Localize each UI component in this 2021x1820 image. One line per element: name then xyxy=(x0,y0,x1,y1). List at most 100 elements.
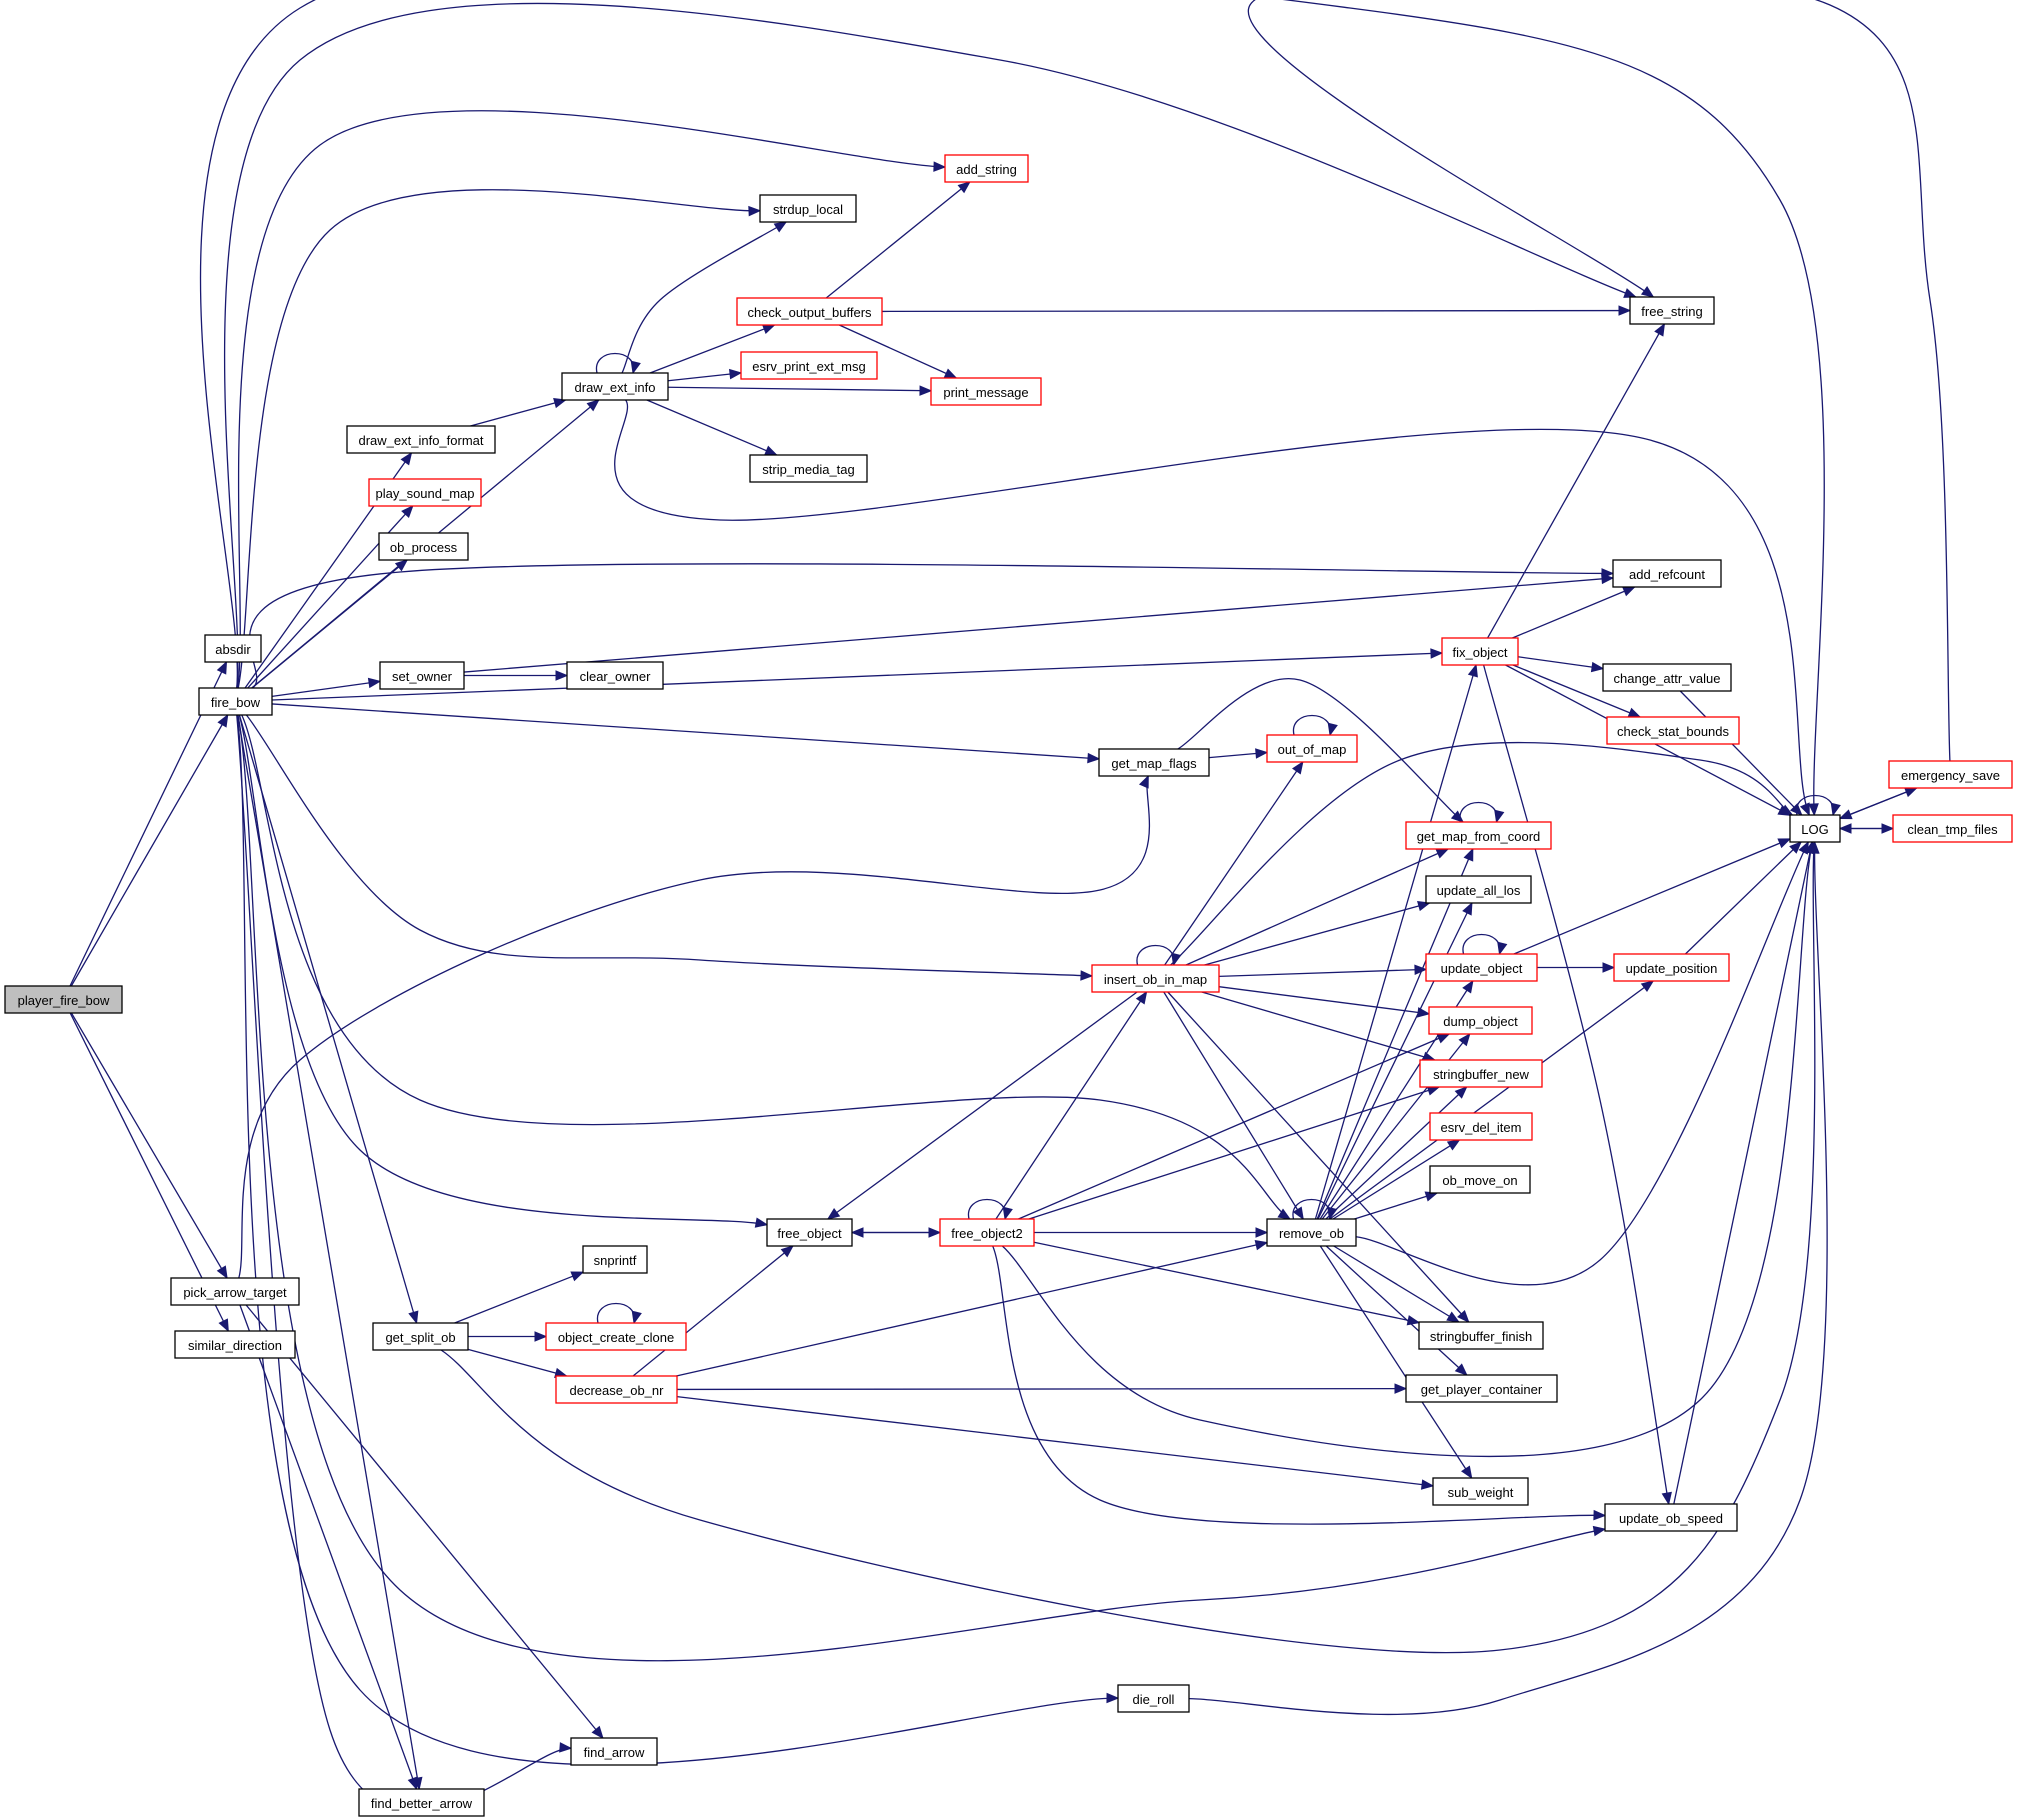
node-ob-move-on[interactable]: ob_move_on xyxy=(1429,1165,1531,1194)
node-box xyxy=(372,1322,469,1351)
node-free-object[interactable]: free_object xyxy=(766,1218,853,1247)
edge-free_object2-to-stringbuffer_finish xyxy=(1033,1241,1421,1326)
node-get-map-flags[interactable]: get_map_flags xyxy=(1098,748,1210,777)
edge-line xyxy=(1316,848,1474,1220)
node-label: check_output_buffers xyxy=(747,305,872,320)
edge-draw_ext_info_format-to-draw_ext_info xyxy=(470,397,567,427)
node-update-ob-speed[interactable]: update_ob_speed xyxy=(1604,1503,1738,1532)
arrowhead-icon xyxy=(559,1742,573,1753)
edge-fire_bow-to-die_roll xyxy=(236,714,1120,1766)
node-print-message[interactable]: print_message xyxy=(930,377,1042,406)
node-add-refcount[interactable]: add_refcount xyxy=(1612,559,1722,588)
node-emergency-save[interactable]: emergency_save xyxy=(1888,760,2013,789)
node-player-fire-bow[interactable]: player_fire_bow xyxy=(4,985,123,1014)
arrowhead-icon xyxy=(408,1310,419,1325)
arrowhead-icon xyxy=(1454,1363,1468,1376)
node-sub-weight[interactable]: sub_weight xyxy=(1432,1477,1529,1506)
node-check-stat-bounds[interactable]: check_stat_bounds xyxy=(1606,716,1740,745)
node-box xyxy=(1612,559,1722,588)
node-box xyxy=(1789,814,1841,843)
node-clean-tmp-files[interactable]: clean_tmp_files xyxy=(1892,814,2013,843)
node-get-player-container[interactable]: get_player_container xyxy=(1405,1374,1558,1403)
node-ob-process[interactable]: ob_process xyxy=(378,532,469,561)
edge-line xyxy=(1018,1033,1450,1220)
edge-line xyxy=(992,1245,1606,1525)
edge-draw_ext_info-to-draw_ext_info xyxy=(595,353,641,375)
edge-fire_bow-to-add_string xyxy=(236,110,947,689)
node-add-string[interactable]: add_string xyxy=(944,154,1029,183)
node-draw-ext-info[interactable]: draw_ext_info xyxy=(561,372,669,401)
node-out-of-map[interactable]: out_of_map xyxy=(1266,734,1358,763)
edge-line xyxy=(1332,1139,1460,1220)
edge-line xyxy=(649,324,775,374)
node-label: add_refcount xyxy=(1629,567,1705,582)
node-check-output-buffers[interactable]: check_output_buffers xyxy=(736,297,883,326)
arrowhead-icon xyxy=(1808,803,1819,817)
arrowhead-icon xyxy=(1292,1206,1304,1221)
edge-check_output_buffers-to-free_string xyxy=(881,305,1632,316)
node-stringbuffer-finish[interactable]: stringbuffer_finish xyxy=(1418,1321,1544,1350)
node-change-attr-value[interactable]: change_attr_value xyxy=(1602,663,1732,692)
node-similar-direction[interactable]: similar_direction xyxy=(174,1330,296,1359)
edge-update_object-to-LOG xyxy=(1513,838,1792,955)
node-update-position[interactable]: update_position xyxy=(1613,953,1730,982)
node-get-split-ob[interactable]: get_split_ob xyxy=(372,1322,469,1351)
node-log[interactable]: LOG xyxy=(1789,814,1841,843)
node-box xyxy=(1613,953,1730,982)
node-fire-bow[interactable]: fire_bow xyxy=(198,687,273,716)
node-insert-ob-in-map[interactable]: insert_ob_in_map xyxy=(1091,964,1220,993)
edge-emergency_save-to-LOG xyxy=(1838,787,1917,820)
node-set-owner[interactable]: set_owner xyxy=(379,661,465,690)
node-update-all-los[interactable]: update_all_los xyxy=(1425,875,1532,904)
arrowhead-icon xyxy=(1779,804,1794,816)
arrowhead-icon xyxy=(586,399,600,412)
edge-remove_ob-to-get_map_from_coord xyxy=(1316,847,1474,1220)
node-pick-arrow-target[interactable]: pick_arrow_target xyxy=(170,1277,300,1306)
arrowhead-icon xyxy=(1135,990,1148,1005)
node-label: stringbuffer_finish xyxy=(1430,1329,1532,1344)
node-object-create-clone[interactable]: object_create_clone xyxy=(545,1322,687,1351)
node-box xyxy=(1629,296,1715,325)
arrowhead-icon xyxy=(1277,1208,1292,1220)
node-strdup-local[interactable]: strdup_local xyxy=(759,194,857,223)
node-remove-ob[interactable]: remove_ob xyxy=(1266,1218,1357,1247)
edge-fire_bow-to-insert_ob_in_map xyxy=(245,714,1094,981)
edge-get_split_ob-to-decrease_ob_nr xyxy=(467,1348,568,1379)
node-esrv-print-ext-msg[interactable]: esrv_print_ext_msg xyxy=(740,351,878,380)
node-get-map-from-coord[interactable]: get_map_from_coord xyxy=(1405,821,1552,850)
arrowhead-icon xyxy=(1080,970,1094,981)
edge-line xyxy=(1033,1241,1420,1324)
node-clear-owner[interactable]: clear_owner xyxy=(566,661,664,690)
edge-line xyxy=(1482,664,1670,1505)
node-die-roll[interactable]: die_roll xyxy=(1117,1684,1190,1713)
node-fix-object[interactable]: fix_object xyxy=(1441,637,1519,666)
node-decrease-ob-nr[interactable]: decrease_ob_nr xyxy=(555,1375,678,1404)
edge-object_create_clone-to-object_create_clone xyxy=(596,1303,642,1325)
node-box xyxy=(379,661,465,690)
node-esrv-del-item[interactable]: esrv_del_item xyxy=(1429,1112,1533,1141)
arrowhead-icon xyxy=(1430,648,1444,659)
edge-LOG-to-LOG xyxy=(1795,795,1841,817)
node-label: clean_tmp_files xyxy=(1907,822,1998,837)
node-snprintf[interactable]: snprintf xyxy=(582,1245,648,1274)
node-absdir[interactable]: absdir xyxy=(204,634,262,663)
edge-update_position-to-LOG xyxy=(1684,841,1803,955)
node-stringbuffer-new[interactable]: stringbuffer_new xyxy=(1419,1059,1543,1088)
edge-player_fire_bow-to-pick_arrow_target xyxy=(70,1012,228,1280)
node-draw-ext-info-format[interactable]: draw_ext_info_format xyxy=(346,425,496,454)
node-dump-object[interactable]: dump_object xyxy=(1428,1006,1533,1035)
edge-line xyxy=(238,714,418,1324)
node-free-object2[interactable]: free_object2 xyxy=(939,1218,1035,1247)
edge-player_fire_bow-to-absdir xyxy=(69,660,228,987)
node-find-arrow[interactable]: find_arrow xyxy=(570,1737,658,1766)
edge-line xyxy=(70,1012,228,1279)
node-find-better-arrow[interactable]: find_better_arrow xyxy=(358,1788,485,1817)
node-strip-media-tag[interactable]: strip_media_tag xyxy=(749,454,868,483)
edge-line xyxy=(646,399,777,456)
node-play-sound-map[interactable]: play_sound_map xyxy=(368,478,482,507)
edge-line xyxy=(1319,1245,1473,1479)
node-free-string[interactable]: free_string xyxy=(1629,296,1715,325)
node-update-object[interactable]: update_object xyxy=(1425,953,1538,982)
edge-line xyxy=(967,1199,1007,1220)
node-label: player_fire_bow xyxy=(18,993,110,1008)
